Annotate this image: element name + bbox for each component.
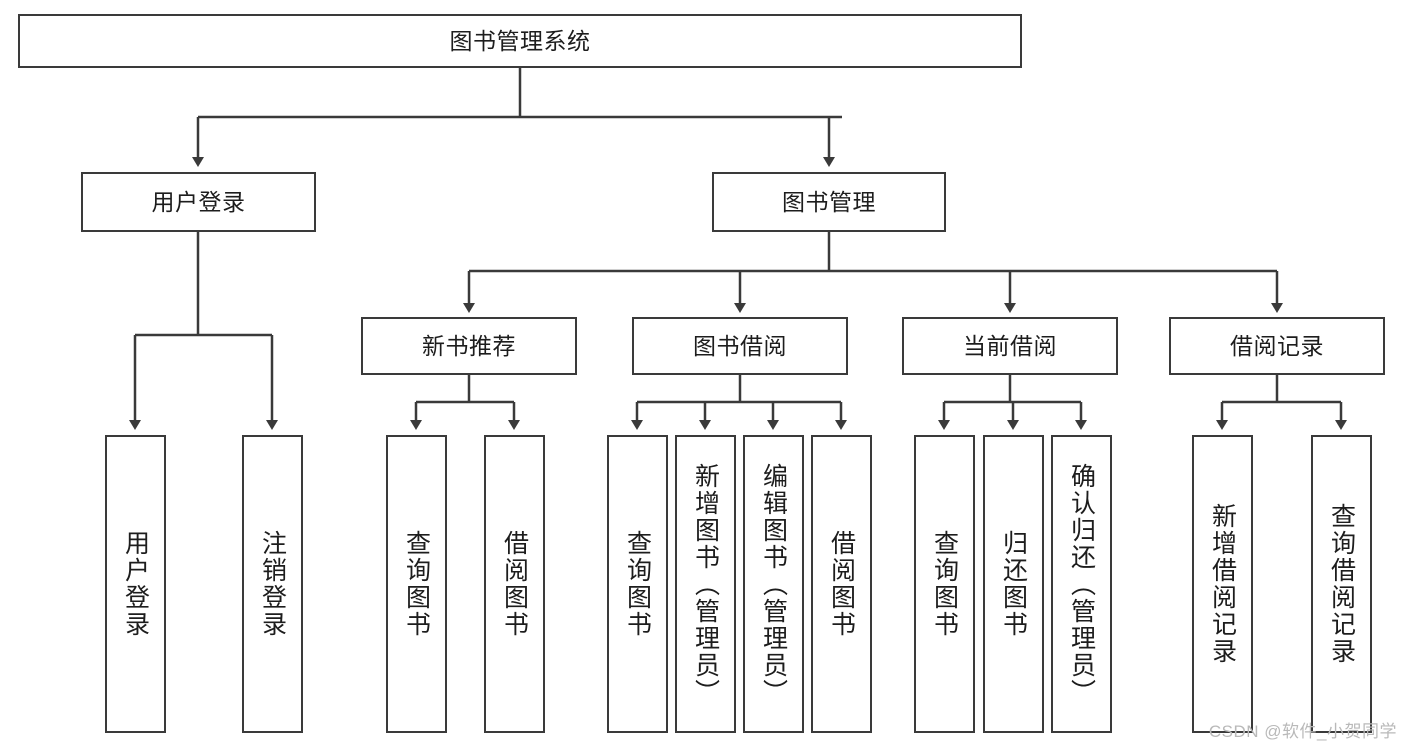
leaf-query-borrow-record-label: 查询借阅记录 [1327,503,1356,665]
leaf-query-book-recommend[interactable]: 查询图书 [386,435,447,733]
leaf-add-book-admin[interactable]: 新增图书（管理员） [675,435,736,733]
leaf-query-book-borrow[interactable]: 查询图书 [607,435,668,733]
node-book-borrow-label: 图书借阅 [693,332,787,359]
leaf-logout-label: 注销登录 [258,530,287,638]
leaf-query-book-recommend-label: 查询图书 [402,530,431,638]
node-book-management[interactable]: 图书管理 [712,172,946,232]
leaf-edit-book-admin-label: 编辑图书（管理员） [759,462,788,706]
leaf-user-login-label: 用户登录 [121,530,150,638]
leaf-add-book-admin-label: 新增图书（管理员） [691,462,720,706]
node-new-book-recommend[interactable]: 新书推荐 [361,317,577,375]
leaf-query-borrow-record[interactable]: 查询借阅记录 [1311,435,1372,733]
node-root-label: 图书管理系统 [449,27,591,54]
leaf-return-book-label: 归还图书 [999,530,1028,638]
leaf-query-book-borrow-label: 查询图书 [623,530,652,638]
leaf-return-book[interactable]: 归还图书 [983,435,1044,733]
leaf-query-book-current-label: 查询图书 [930,530,959,638]
node-new-book-recommend-label: 新书推荐 [422,332,516,359]
node-current-borrow[interactable]: 当前借阅 [902,317,1118,375]
leaf-borrow-book-label: 借阅图书 [827,530,856,638]
leaf-add-borrow-record-label: 新增借阅记录 [1208,503,1237,665]
node-current-borrow-label: 当前借阅 [963,332,1057,359]
node-book-borrow[interactable]: 图书借阅 [632,317,848,375]
node-borrow-record[interactable]: 借阅记录 [1169,317,1385,375]
node-root[interactable]: 图书管理系统 [18,14,1022,68]
node-borrow-record-label: 借阅记录 [1230,332,1324,359]
leaf-confirm-return-admin[interactable]: 确认归还（管理员） [1051,435,1112,733]
node-user-login[interactable]: 用户登录 [81,172,316,232]
leaf-borrow-book-recommend-label: 借阅图书 [500,530,529,638]
node-user-login-label: 用户登录 [151,188,246,215]
leaf-user-login[interactable]: 用户登录 [105,435,166,733]
node-book-management-label: 图书管理 [782,188,876,215]
leaf-borrow-book[interactable]: 借阅图书 [811,435,872,733]
leaf-confirm-return-admin-label: 确认归还（管理员） [1067,462,1096,706]
leaf-query-book-current[interactable]: 查询图书 [914,435,975,733]
leaf-borrow-book-recommend[interactable]: 借阅图书 [484,435,545,733]
leaf-add-borrow-record[interactable]: 新增借阅记录 [1192,435,1253,733]
leaf-logout[interactable]: 注销登录 [242,435,303,733]
leaf-edit-book-admin[interactable]: 编辑图书（管理员） [743,435,804,733]
